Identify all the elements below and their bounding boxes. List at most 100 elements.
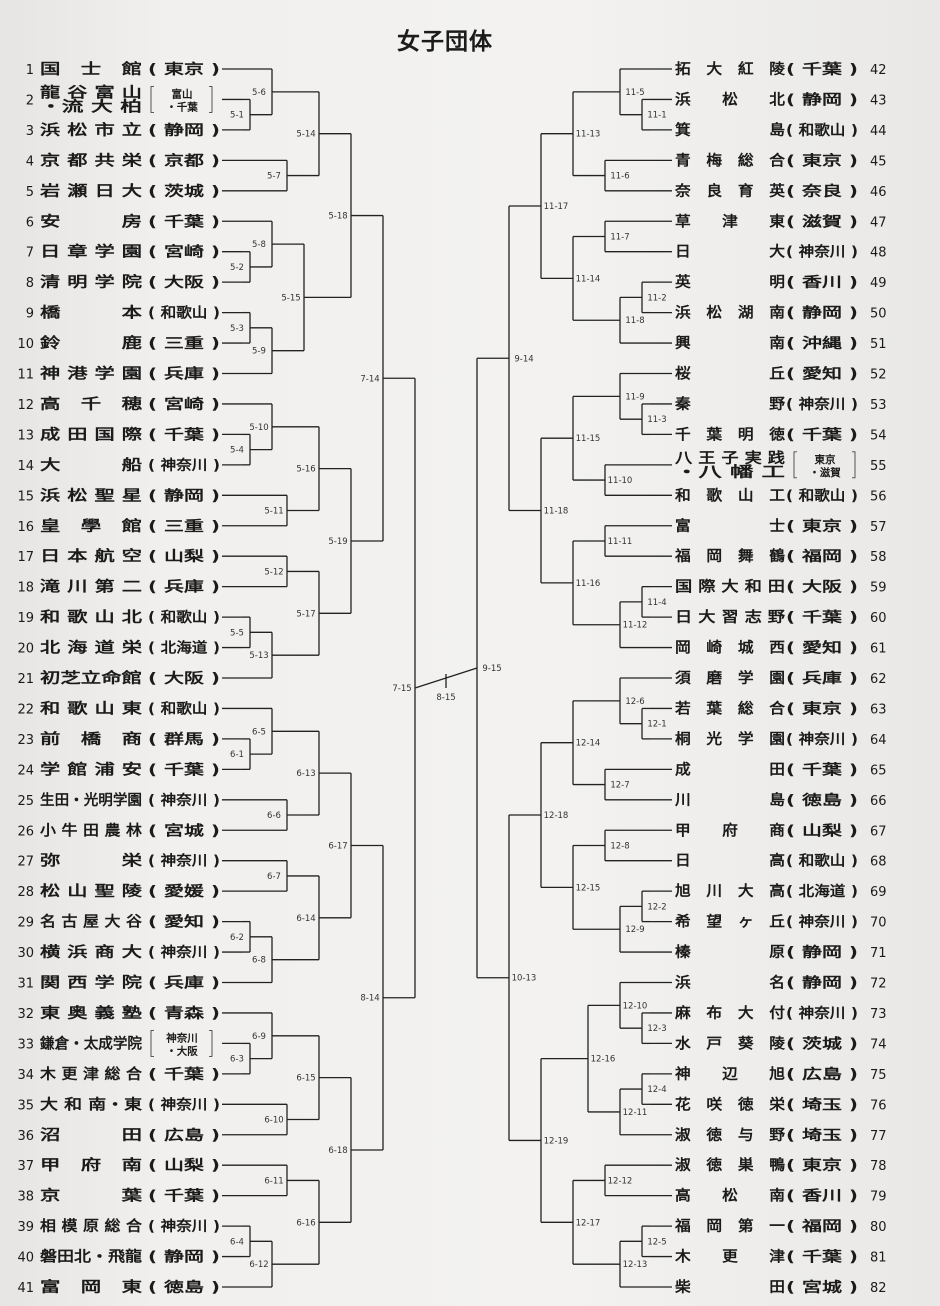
team-prefecture: ( 千葉 ) xyxy=(786,609,858,626)
team-prefecture: ( 埼玉 ) xyxy=(786,1096,858,1113)
match-label: 8-15 xyxy=(436,693,455,703)
team-number: 81 xyxy=(870,1251,887,1266)
team-name: 柴 田 xyxy=(674,1278,785,1296)
pref-open-bracket xyxy=(793,451,797,479)
team-number: 68 xyxy=(870,855,887,870)
team-number: 57 xyxy=(870,520,887,535)
team-name: 学 館 浦 安 xyxy=(40,760,142,778)
team-number: 29 xyxy=(17,916,34,931)
team-number: 19 xyxy=(17,611,34,626)
match-label: 5-15 xyxy=(281,293,300,303)
team-prefecture: ( 神奈川 ) xyxy=(786,396,858,413)
team-prefecture: ( 宮城 ) xyxy=(148,822,220,839)
team-prefecture: 富山 xyxy=(172,87,193,100)
match-label: 12-15 xyxy=(576,883,601,893)
team-number: 3 xyxy=(26,124,34,139)
team-name: 神 港 学 園 xyxy=(40,365,142,383)
match-label: 6-13 xyxy=(296,769,315,779)
team-number: 56 xyxy=(870,489,887,504)
team-number: 54 xyxy=(870,428,887,443)
team-name: 小 牛 田 農 林 xyxy=(40,821,143,839)
match-label: 12-10 xyxy=(623,1001,648,1011)
team-name: 初芝立命館 xyxy=(40,669,142,687)
match-label: 11-15 xyxy=(576,434,601,444)
team-number: 37 xyxy=(17,1159,34,1174)
team-number: 16 xyxy=(17,520,34,535)
team-prefecture: ( 兵庫 ) xyxy=(786,670,858,687)
team-prefecture: ( 香川 ) xyxy=(786,1188,858,1205)
team-name: 浜 松 北 xyxy=(675,90,786,108)
match-label: 12-18 xyxy=(544,811,569,821)
match-label: 9-14 xyxy=(514,354,533,364)
match-label: 12-4 xyxy=(647,1085,666,1095)
match-label: 11-4 xyxy=(647,598,666,608)
match-label: 5-4 xyxy=(230,446,244,456)
team-prefecture: ( 静岡 ) xyxy=(786,91,858,108)
team-prefecture: ( 兵庫 ) xyxy=(148,579,220,596)
match-label: 11-10 xyxy=(608,476,633,486)
team-number: 13 xyxy=(17,428,34,443)
team-prefecture: ( 三重 ) xyxy=(148,335,220,352)
team-prefecture: ( 千葉 ) xyxy=(786,1249,858,1266)
team-number: 60 xyxy=(870,611,887,626)
pref-open-bracket xyxy=(150,1029,154,1057)
match-label: 12-8 xyxy=(610,841,629,851)
match-label: 11-11 xyxy=(608,537,633,547)
team-prefecture: ( 愛媛 ) xyxy=(148,883,220,900)
team-prefecture: ( 宮崎 ) xyxy=(148,396,220,413)
team-number: 35 xyxy=(17,1098,34,1113)
team-name: 大 船 xyxy=(40,456,143,474)
team-number: 42 xyxy=(870,63,887,78)
team-number: 80 xyxy=(870,1220,887,1235)
team-number: 8 xyxy=(26,276,34,291)
team-prefecture: ( 埼玉 ) xyxy=(786,1127,858,1144)
team-number: 63 xyxy=(870,702,887,717)
team-number: 40 xyxy=(17,1251,34,1266)
team-number: 5 xyxy=(26,185,34,200)
match-label: 6-17 xyxy=(328,841,347,851)
match-label: 7-14 xyxy=(360,374,379,384)
team-name: 甲 府 商 xyxy=(675,821,785,839)
team-number: 55 xyxy=(870,459,887,474)
team-name: 沼 田 xyxy=(40,1127,142,1144)
team-number: 71 xyxy=(870,946,887,961)
team-number: 78 xyxy=(870,1159,887,1174)
team-number: 45 xyxy=(870,154,887,169)
team-number: 23 xyxy=(17,733,34,748)
team-prefecture: ( 静岡 ) xyxy=(148,487,220,504)
match-label: 12-3 xyxy=(647,1024,666,1034)
team-prefecture: ( 愛知 ) xyxy=(786,640,858,657)
team-prefecture: ( 和歌山 ) xyxy=(786,122,858,139)
match-label: 9-15 xyxy=(482,664,501,674)
match-label: 12-17 xyxy=(576,1218,601,1228)
team-number: 58 xyxy=(870,550,887,565)
team-name: 花 咲 徳 栄 xyxy=(675,1095,786,1113)
team-prefecture: ・大阪 xyxy=(166,1044,198,1057)
team-number: 34 xyxy=(17,1068,34,1083)
team-prefecture: ( 大阪 ) xyxy=(786,579,858,596)
match-label: 5-18 xyxy=(328,212,347,222)
team-name: 興 南 xyxy=(675,334,785,352)
team-number: 21 xyxy=(17,672,34,687)
team-name: 京 葉 xyxy=(40,1187,143,1205)
team-prefecture: ( 和歌山 ) xyxy=(148,700,220,717)
match-label: 5-14 xyxy=(296,130,315,140)
match-label: 6-7 xyxy=(267,872,281,882)
team-prefecture: ( 東京 ) xyxy=(786,1157,858,1174)
team-number: 6 xyxy=(26,215,34,230)
team-name: 高 松 南 xyxy=(675,1187,785,1205)
team-name: 英 明 xyxy=(675,273,785,291)
team-name: 富 士 xyxy=(675,517,786,535)
team-name: 和 歌 山 工 xyxy=(675,486,786,504)
team-number: 10 xyxy=(17,337,34,352)
team-prefecture: ( 大阪 ) xyxy=(148,670,220,687)
team-name: 福 岡 第 一 xyxy=(674,1217,786,1235)
team-prefecture: ( 神奈川 ) xyxy=(148,792,220,809)
team-name: 秦 野 xyxy=(674,395,786,413)
team-prefecture: ( 東京 ) xyxy=(786,700,858,717)
team-name: 鈴 鹿 xyxy=(40,334,143,352)
team-name: 桜 丘 xyxy=(675,365,786,383)
team-prefecture: ( 北海道 ) xyxy=(148,640,220,657)
